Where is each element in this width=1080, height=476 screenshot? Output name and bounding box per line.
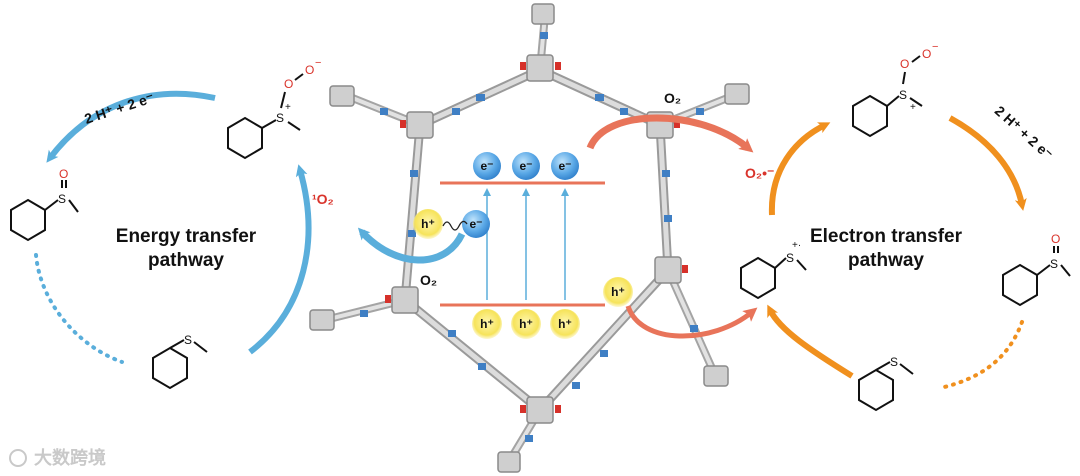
svg-text:−: − [315, 57, 321, 69]
cycle-arrow-top-left [46, 90, 216, 163]
energy-transfer-title-line1: Energy transfer [116, 226, 257, 247]
cycle-dotted-left [34, 253, 124, 364]
svg-text:O: O [1051, 232, 1060, 246]
svg-text:S: S [786, 251, 794, 265]
exciton-link [442, 220, 468, 231]
electron-transfer-site: e⁻ [462, 210, 490, 238]
hole-1: h⁺ [472, 309, 502, 339]
watermark-logo-icon [9, 449, 27, 467]
cycle-arrow-bottom-right [767, 304, 854, 379]
watermark: 大数跨境 [9, 447, 106, 469]
hole-oxidation-arrow [625, 305, 758, 339]
svg-text:大数跨境: 大数跨境 [34, 447, 106, 469]
cycle-dotted-right [938, 320, 1024, 390]
svg-text:O: O [284, 77, 293, 91]
svg-text:S: S [58, 192, 66, 206]
framework-oxygen-atoms [385, 62, 688, 413]
cycle-arrow-top-right [948, 115, 1027, 211]
svg-text:e⁻: e⁻ [469, 217, 482, 231]
svg-text:+: + [285, 102, 291, 113]
oxygen-label-bottom: O₂ [420, 272, 437, 288]
electron-transfer-cycle: Electron transfer pathway 2 H⁺ + 2 e⁻ S … [740, 41, 1071, 412]
superoxide-formation-arrow [586, 114, 754, 153]
oxygen-label-top: O₂ [664, 90, 681, 106]
svg-text:S: S [890, 355, 898, 369]
superoxide-label: O₂•⁻ [745, 165, 774, 181]
cycle-arrow-right-left [248, 164, 312, 355]
svg-text:O: O [922, 47, 931, 61]
band-diagram: e⁻ e⁻ e⁻ e⁻ h⁺ h⁺ h⁺ h⁺ [413, 152, 633, 339]
step-label-left: 2 H⁺ + 2 e⁻ [82, 89, 155, 126]
energy-transfer-title-line2: pathway [148, 250, 224, 271]
thioanisole-right: S [858, 355, 914, 412]
electron-transfer-title-line2: pathway [848, 250, 924, 271]
thioanisole-left: S [152, 333, 208, 390]
hole-right: h⁺ [603, 277, 633, 307]
energy-transfer-arrow [357, 227, 466, 264]
sulfoxide-right: S O [1002, 232, 1071, 307]
svg-text:O: O [305, 63, 314, 77]
electron-2: e⁻ [512, 152, 540, 180]
hole-2: h⁺ [511, 309, 541, 339]
electron-transfer-title-line1: Electron transfer [810, 226, 963, 247]
svg-text:h⁺: h⁺ [519, 317, 533, 331]
svg-text:h⁺: h⁺ [421, 217, 435, 231]
persulfoxide-left: S + O O − [227, 57, 321, 160]
electron-1: e⁻ [473, 152, 501, 180]
svg-text:S: S [1050, 257, 1058, 271]
svg-text:S: S [899, 88, 907, 102]
svg-text:−: − [932, 41, 938, 53]
cycle-arrow-left-right [768, 122, 831, 216]
hole-3: h⁺ [550, 309, 580, 339]
framework-nitrogen-atoms [360, 32, 704, 442]
svg-text:+·: +· [792, 240, 801, 251]
covalent-framework [309, 3, 750, 473]
framework-nodes [309, 3, 750, 473]
svg-text:h⁺: h⁺ [611, 285, 625, 299]
energy-transfer-cycle: Energy transfer pathway 2 H⁺ + 2 e⁻ S + … [10, 57, 321, 390]
svg-text:e⁻: e⁻ [480, 159, 493, 173]
electron-3: e⁻ [551, 152, 579, 180]
svg-text:S: S [276, 111, 284, 125]
svg-text:+: + [910, 102, 916, 113]
persulfoxide-right: S + O O − [852, 41, 938, 138]
singlet-oxygen-label: ¹O₂ [312, 191, 334, 207]
svg-text:e⁻: e⁻ [558, 159, 571, 173]
svg-text:O: O [900, 57, 909, 71]
hole-transfer-site: h⁺ [413, 209, 443, 239]
svg-text:S: S [184, 333, 192, 347]
svg-text:h⁺: h⁺ [558, 317, 572, 331]
step-label-right: 2 H⁺ + 2 e⁻ [992, 102, 1056, 162]
svg-text:h⁺: h⁺ [480, 317, 494, 331]
svg-text:O: O [59, 167, 68, 181]
sulfoxide-left: S O [10, 167, 79, 242]
radical-cation: S +· [740, 240, 807, 300]
svg-text:e⁻: e⁻ [519, 159, 532, 173]
